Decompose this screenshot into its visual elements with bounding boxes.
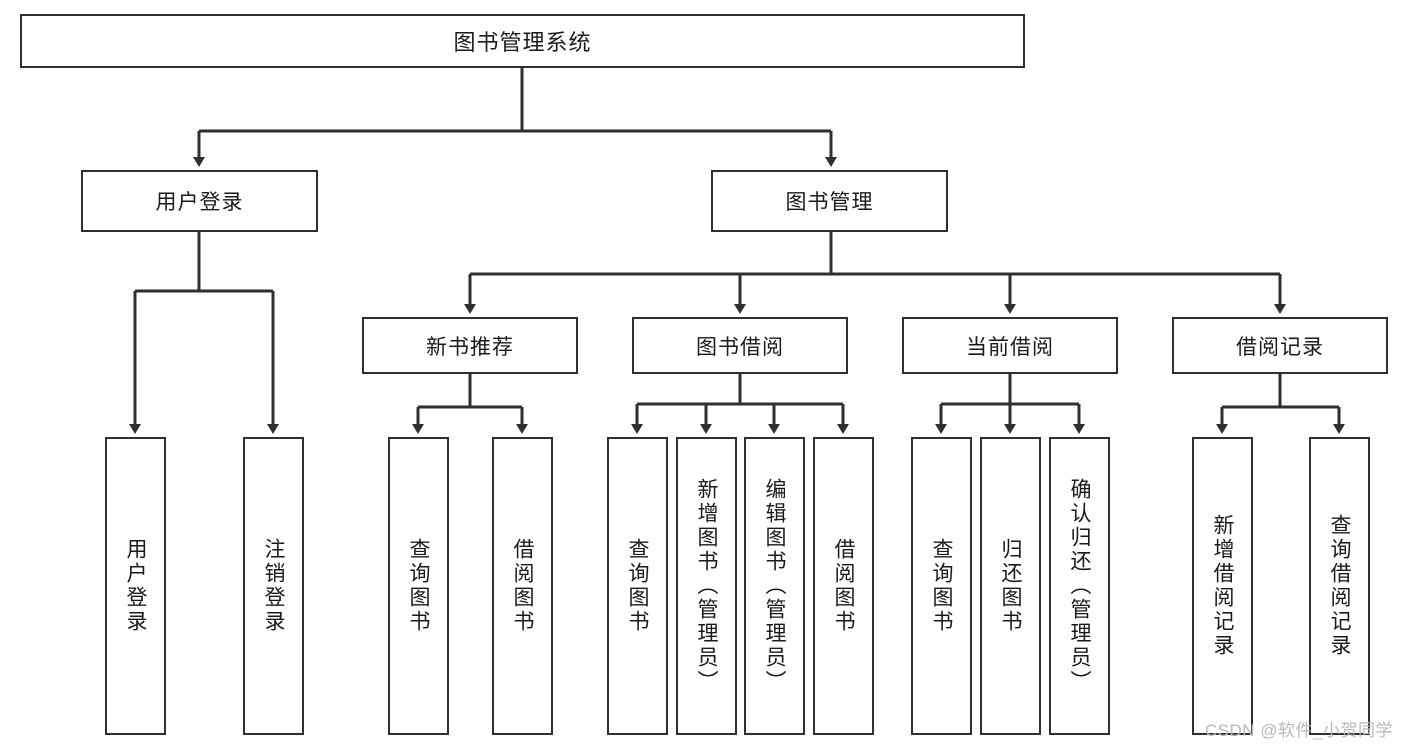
node-leaf-return-book[interactable]: 归还图书	[980, 437, 1041, 735]
node-leaf-user-login[interactable]: 用户登录	[105, 437, 166, 735]
node-user-login[interactable]: 用户登录	[81, 170, 318, 232]
node-leaf-query-record[interactable]: 查询借阅记录	[1309, 437, 1370, 735]
node-book-borrow[interactable]: 图书借阅	[632, 317, 848, 374]
node-current-borrow[interactable]: 当前借阅	[902, 317, 1118, 374]
node-leaf-add-record[interactable]: 新增借阅记录	[1192, 437, 1253, 735]
node-leaf-user-logout[interactable]: 注销登录	[243, 437, 304, 735]
node-borrow-record[interactable]: 借阅记录	[1172, 317, 1388, 374]
node-leaf-add-book[interactable]: 新增图书（管理员）	[676, 437, 737, 735]
node-leaf-query-book-3[interactable]: 查询图书	[911, 437, 972, 735]
node-root[interactable]: 图书管理系统	[20, 14, 1025, 68]
node-book-management[interactable]: 图书管理	[711, 170, 948, 232]
node-leaf-borrow-book-2[interactable]: 借阅图书	[813, 437, 874, 735]
node-leaf-query-book-2[interactable]: 查询图书	[607, 437, 668, 735]
node-leaf-edit-book[interactable]: 编辑图书（管理员）	[744, 437, 805, 735]
node-leaf-confirm-return[interactable]: 确认归还（管理员）	[1049, 437, 1110, 735]
csdn-watermark: CSDN @软件_小贺同学	[1204, 721, 1393, 740]
node-leaf-borrow-book-1[interactable]: 借阅图书	[492, 437, 553, 735]
node-new-book-recommend[interactable]: 新书推荐	[362, 317, 578, 374]
node-leaf-query-book-1[interactable]: 查询图书	[388, 437, 449, 735]
